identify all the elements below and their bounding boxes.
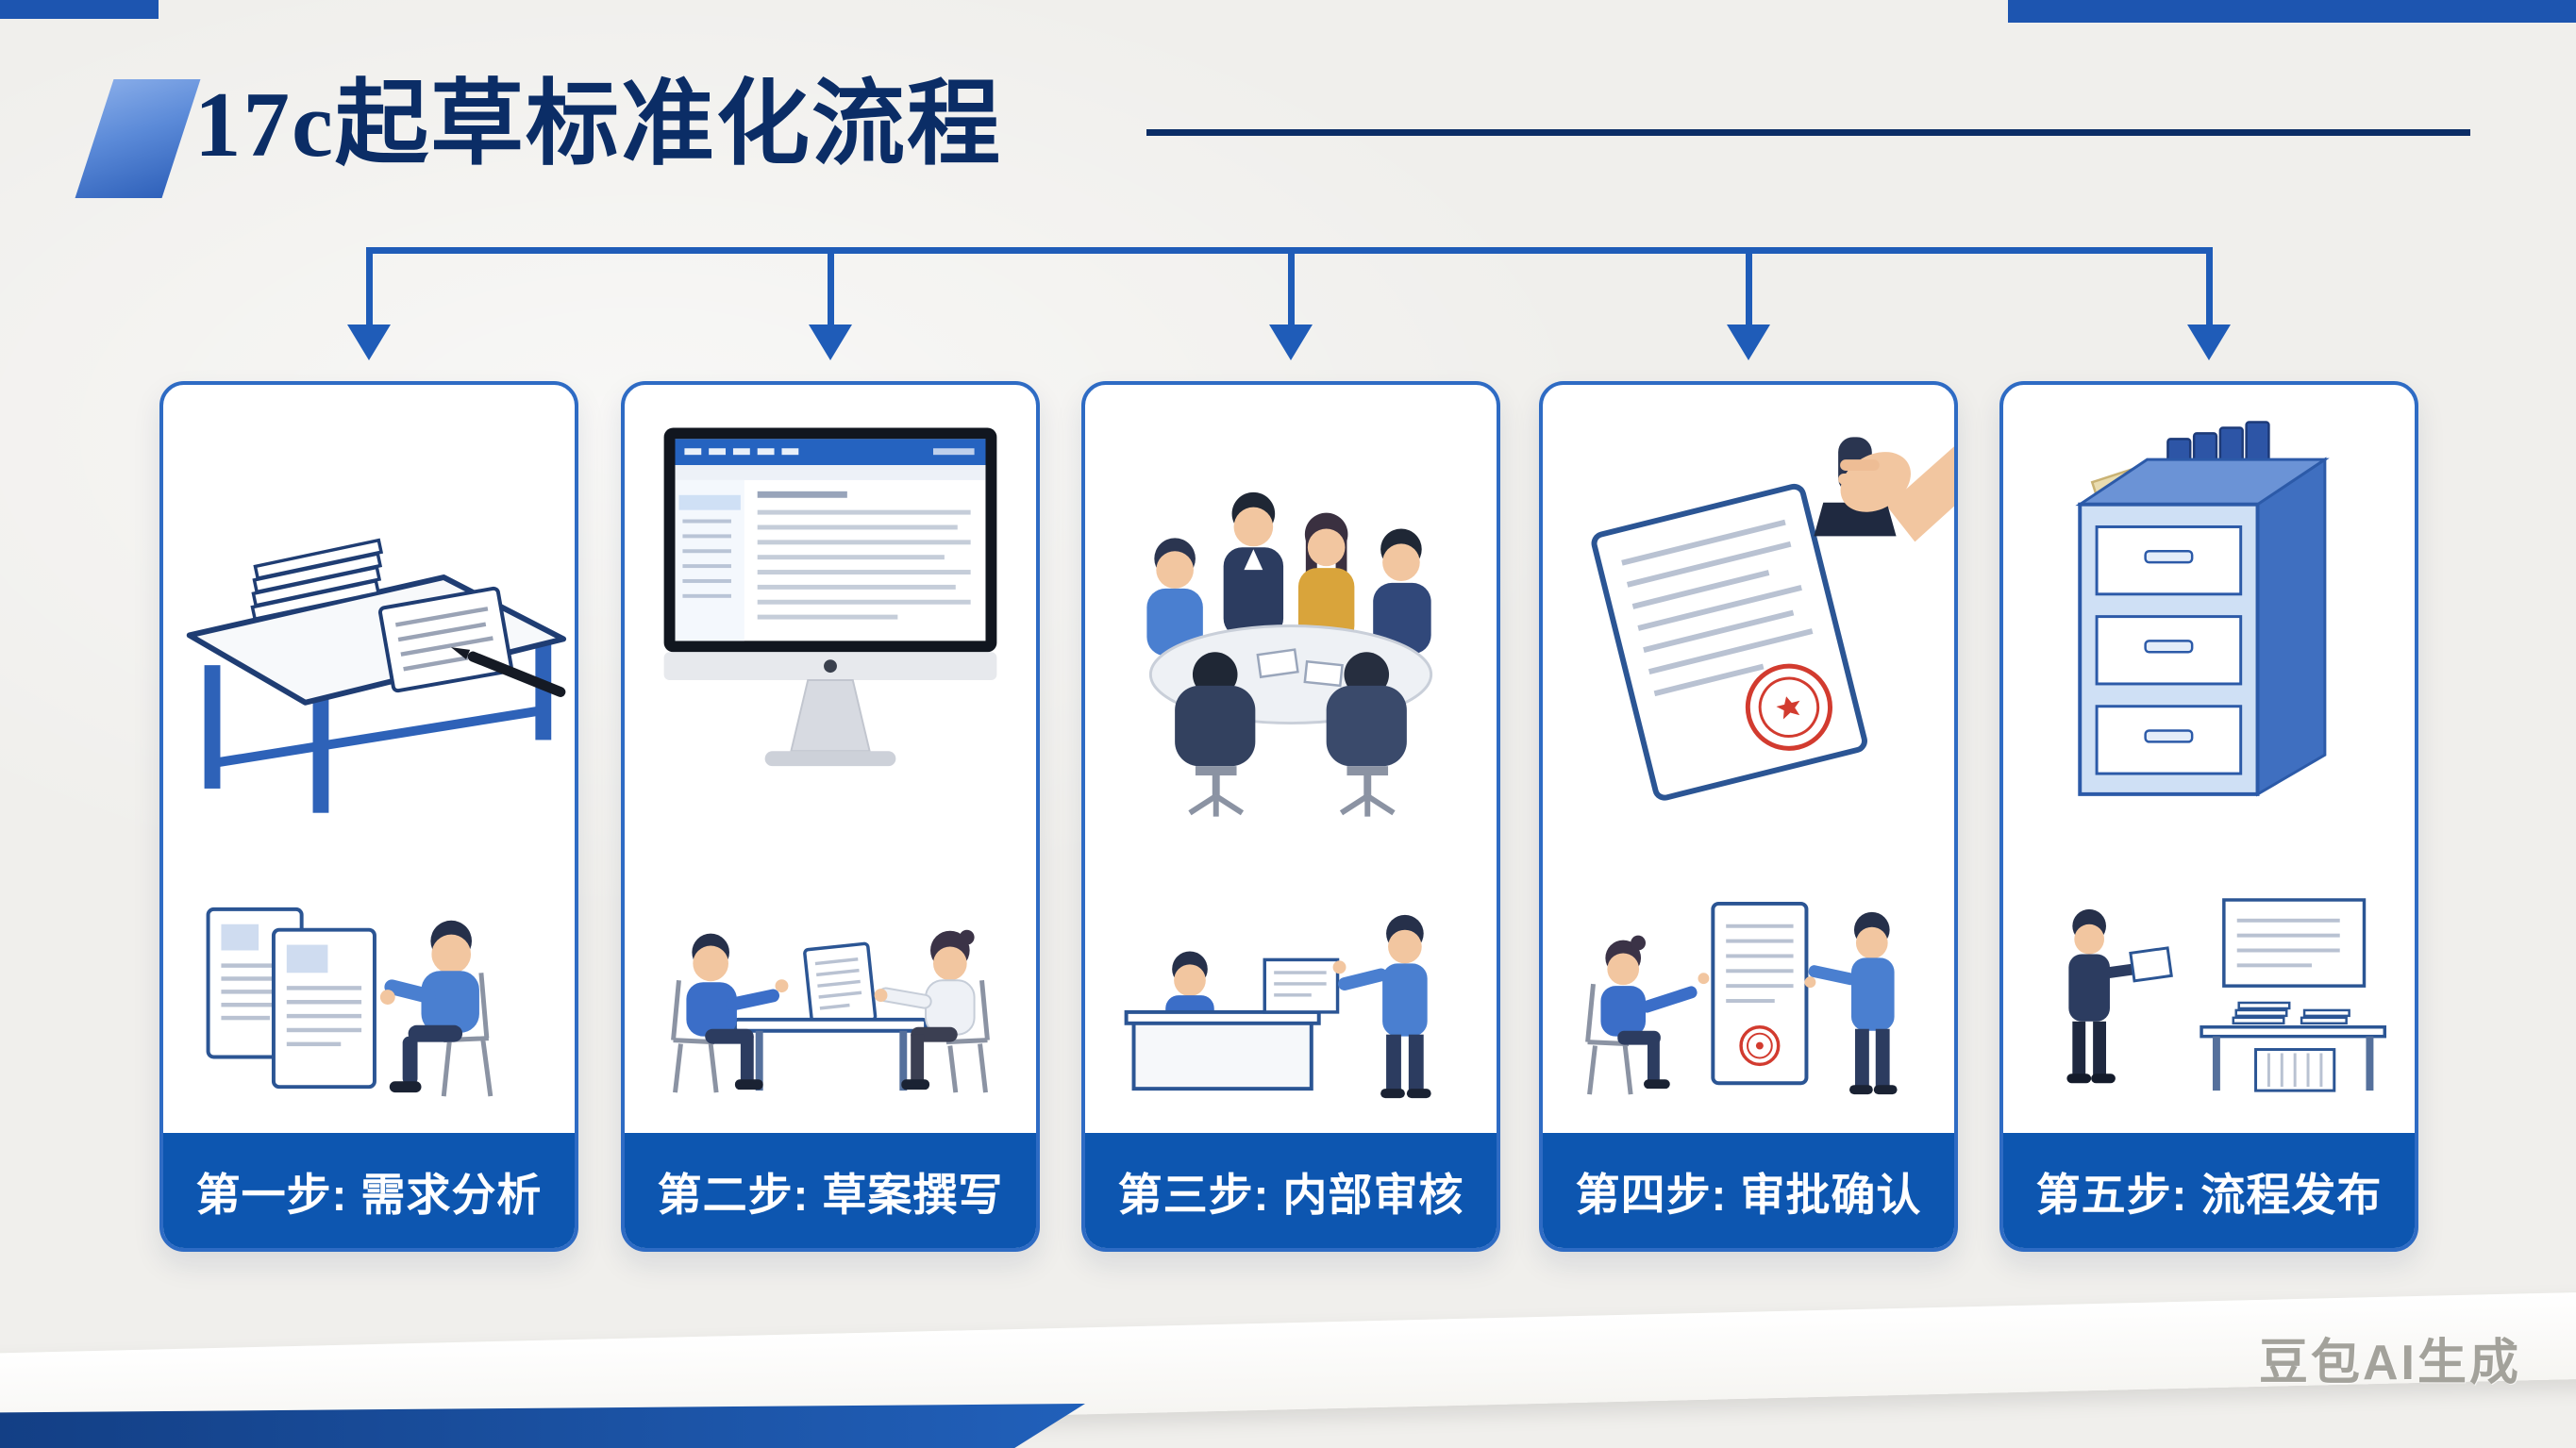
title-rule: [1146, 129, 2470, 136]
filing-cabinet-icon: [2075, 421, 2330, 797]
approved-document: [1711, 901, 1809, 1086]
down-arrow-2: [809, 247, 852, 360]
step-label-1: 第一步: 需求分析: [163, 1133, 575, 1248]
title-accent-parallelogram: [75, 79, 201, 198]
ai-watermark: 豆包AI生成: [2258, 1336, 2521, 1390]
down-arrow-3: [1269, 247, 1313, 360]
paper-icon: [803, 941, 878, 1028]
seated-woman: [1585, 935, 1710, 1095]
large-documents: [206, 907, 376, 1090]
approval-icon: [1585, 901, 1898, 1095]
step-card-3: 第三步: 内部审核: [1081, 381, 1500, 1252]
hand-stamping-document-illustration: [1543, 385, 1954, 871]
down-arrow-4: [1727, 247, 1770, 360]
left-person: [671, 933, 789, 1093]
table: [732, 1017, 928, 1091]
right-person: [874, 929, 990, 1093]
monitor: [663, 427, 997, 653]
step-card-4: 第四步: 审批确认: [1539, 381, 1958, 1252]
desk-review-presentation-illustration: [1085, 871, 1497, 1133]
step-label-2: 第二步: 草案撰写: [625, 1133, 1036, 1248]
standing-man: [1804, 911, 1898, 1095]
desk: [186, 574, 567, 813]
board-on-desk: [1263, 957, 1340, 1014]
computer-word-processor-illustration: [625, 385, 1036, 871]
computer-icon: [663, 427, 997, 767]
step-label-3: 第三步: 内部审核: [1085, 1133, 1497, 1248]
filing-cabinet-with-binders-illustration: [2003, 385, 2415, 871]
front-people: [1175, 652, 1407, 817]
hand-with-stamp-icon: [1814, 437, 1954, 542]
person-archiving-files-illustration: [2003, 871, 2415, 1133]
pen-icon: [450, 647, 566, 697]
people-holding-approved-document-illustration: [1543, 871, 1954, 1133]
back-people: [1146, 491, 1431, 657]
standing-archivist: [2066, 908, 2173, 1084]
top-right-accent-bar: [2008, 0, 2576, 23]
page-title: 17c起草标准化流程: [194, 74, 1002, 176]
files-and-shelf: [2200, 898, 2387, 1092]
paper-stack: [250, 538, 384, 622]
red-seal-icon: [1745, 663, 1833, 751]
monitor-chin-and-stand: [663, 652, 997, 767]
step-card-2: 第二步: 草案撰写: [621, 381, 1040, 1252]
document-with-seal: [1591, 483, 1867, 801]
down-arrow-5: [2187, 247, 2231, 360]
document-icon: [378, 586, 513, 693]
meeting-icon: [1146, 491, 1433, 817]
top-left-accent-bar: [0, 0, 159, 19]
stamping-icon: [1591, 437, 1954, 801]
cabinet-body: [2075, 457, 2330, 797]
step-label-4: 第四步: 审批确认: [1543, 1133, 1954, 1248]
bottom-blue-bar: [0, 1404, 1085, 1448]
step-label-5: 第五步: 流程发布: [2003, 1133, 2415, 1248]
standing-person: [1332, 914, 1431, 1099]
seated-person: [379, 920, 493, 1097]
person-reading-icon: [206, 907, 493, 1097]
review-desk-icon: [1124, 914, 1431, 1099]
two-people-discussing-draft-illustration: [625, 871, 1036, 1133]
step-card-5: 第五步: 流程发布: [1999, 381, 2418, 1252]
down-arrow-1: [347, 247, 391, 360]
step-card-1: 第一步: 需求分析: [159, 381, 578, 1252]
discussion-icon: [671, 929, 990, 1093]
archiving-icon: [2066, 898, 2387, 1092]
desk: [1124, 1009, 1321, 1091]
team-meeting-round-table-illustration: [1085, 385, 1497, 871]
person-reviewing-documents-illustration: [163, 871, 575, 1133]
desk-with-documents-and-pen-illustration: [163, 385, 575, 871]
desk-scene-icon: [186, 538, 567, 813]
